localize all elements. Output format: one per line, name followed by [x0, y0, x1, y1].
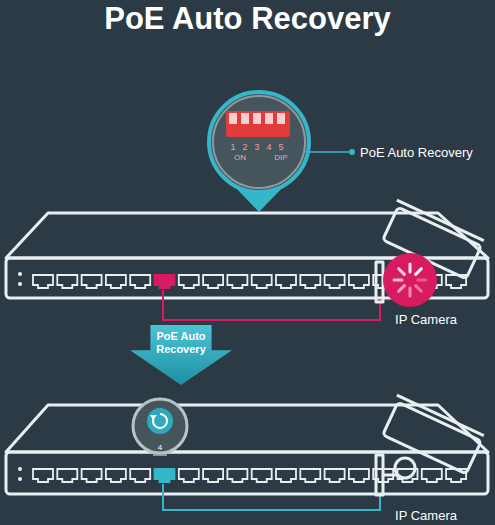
spinner-tick [416, 269, 422, 275]
ethernet-port [325, 275, 345, 288]
ethernet-port [179, 275, 199, 288]
ethernet-port [82, 469, 102, 482]
ethernet-port [203, 469, 223, 482]
dip-number: 2 [242, 143, 247, 152]
recovery-arrowhead [150, 415, 157, 420]
dip-toggle [241, 113, 249, 124]
dip-number: 4 [266, 143, 271, 152]
ethernet-cable [163, 484, 380, 510]
transition-arrow: PoE Auto Recovery [130, 325, 232, 385]
wall-plate [376, 455, 383, 495]
camera-node: IP Camera [378, 208, 474, 328]
ethernet-port [82, 275, 102, 288]
dip-toggle [253, 113, 261, 124]
dip-number: 5 [278, 143, 283, 152]
status-led [18, 477, 22, 481]
ethernet-port [155, 469, 175, 482]
port-row [33, 469, 466, 482]
switch-front-face [6, 452, 488, 494]
ethernet-port [300, 275, 320, 288]
ethernet-port [203, 275, 223, 288]
leader-line [305, 151, 349, 153]
ethernet-port [422, 469, 442, 482]
ethernet-port [57, 275, 77, 288]
spinner-tick [418, 279, 426, 282]
ethernet-cable [163, 290, 380, 320]
ethernet-port [300, 469, 320, 482]
offline-indicator [383, 253, 437, 307]
camera-visor [397, 200, 484, 241]
wall-plate [376, 262, 383, 302]
ethernet-port [106, 469, 126, 482]
status-led [18, 272, 22, 276]
zoom-circle [209, 92, 309, 192]
ethernet-port [252, 275, 272, 288]
callout-label: PoE Auto Recovery [360, 146, 473, 159]
ethernet-port [130, 275, 150, 288]
dip-number: 3 [254, 143, 259, 152]
zoom-ring [213, 96, 305, 188]
ethernet-port [227, 469, 247, 482]
ethernet-port [106, 275, 126, 288]
arrow-outline [130, 325, 232, 385]
camera-node: IP Camera [378, 404, 474, 524]
dip-on-label: ON [234, 154, 246, 162]
dip-switch [226, 111, 290, 137]
spinner-tick [409, 288, 412, 296]
dip-number: 1 [230, 143, 235, 152]
ethernet-port [130, 469, 150, 482]
diagram-title: PoE Auto Recovery [0, 0, 495, 38]
status-led [18, 282, 22, 286]
spinner-tick [394, 279, 402, 282]
arrow-label: PoE Auto Recovery [152, 330, 210, 356]
ip-camera [376, 395, 484, 495]
recovery-icon [147, 408, 173, 434]
loading-spinner [394, 264, 426, 296]
ethernet-port [155, 275, 175, 288]
port-number: 4 [158, 444, 162, 452]
spinner-tick [399, 286, 405, 292]
status-led [18, 467, 22, 471]
spinner-tick [409, 264, 412, 272]
ethernet-port [349, 469, 369, 482]
camera-visor [397, 395, 484, 436]
ethernet-port [57, 469, 77, 482]
dip-label: DIP [274, 154, 287, 162]
zoom-circle [133, 399, 187, 453]
camera-lens [395, 458, 415, 478]
camera-label: IP Camera [378, 508, 474, 524]
camera-label: IP Camera [378, 312, 474, 328]
spinner-tick [399, 269, 405, 275]
ethernet-port [179, 469, 199, 482]
switch-top-face [6, 213, 488, 258]
ethernet-port [276, 469, 296, 482]
ethernet-port [276, 275, 296, 288]
dip-toggle [265, 113, 273, 124]
leader-dot [349, 149, 355, 155]
dip-toggle [277, 113, 285, 124]
dip-toggle [229, 113, 237, 124]
ethernet-port [325, 469, 345, 482]
ethernet-port [227, 275, 247, 288]
ethernet-port [252, 469, 272, 482]
dip-toggles [229, 113, 285, 124]
ethernet-port [33, 275, 53, 288]
spinner-tick [416, 286, 422, 292]
ethernet-port [33, 469, 53, 482]
ethernet-port [349, 275, 369, 288]
